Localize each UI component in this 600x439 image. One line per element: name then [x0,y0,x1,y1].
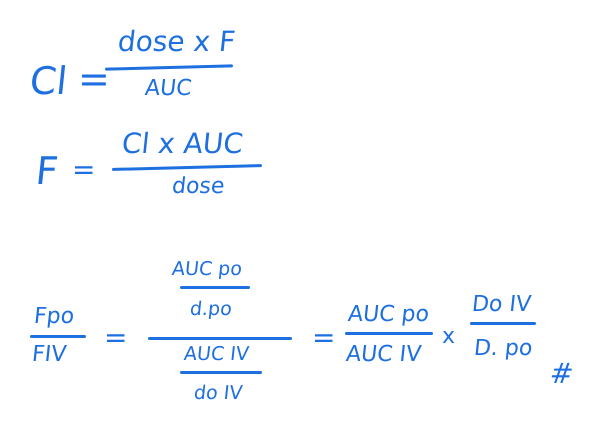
eq1-equals: = [78,57,110,101]
eq3-end-mark: # [548,357,576,390]
eq2-lhs: F [33,149,61,193]
eq1-fraction-bar [104,64,234,71]
eq3-top-numerator: AUC po [170,258,244,280]
eq3-bottom-numerator: AUC IV [182,343,251,365]
eq3-bottom-denominator: do IV [192,382,244,404]
eq3-times: x [442,324,456,349]
eq2-equals: = [72,153,96,186]
eq3-equals-1: = [104,321,128,354]
eq3-top-inner-bar [180,286,250,289]
eq2-denominator: dose [170,174,226,199]
eq3-lhs-bar [30,335,86,338]
eq1-denominator: AUC [143,76,193,101]
eq3-r1-bar [345,332,433,335]
eq1-numerator: dose x F [116,25,237,58]
eq3-r1-denominator: AUC IV [344,342,423,367]
eq3-r2-bar [470,322,536,325]
eq3-main-fraction-bar [148,337,292,340]
eq2-numerator: Cl x AUC [120,127,245,160]
eq3-r2-numerator: Do IV [470,292,533,317]
eq3-lhs-denominator: FIV [30,342,68,367]
eq3-r2-denominator: D. po [472,336,534,361]
eq3-r1-numerator: AUC po [346,302,431,327]
eq3-equals-2: = [312,321,336,354]
eq3-top-denominator: d.po [188,298,234,320]
eq1-lhs: Cl [27,59,70,103]
eq3-lhs-numerator: Fpo [32,304,76,329]
eq2-fraction-bar [111,164,263,171]
eq3-bottom-inner-bar [180,371,262,374]
